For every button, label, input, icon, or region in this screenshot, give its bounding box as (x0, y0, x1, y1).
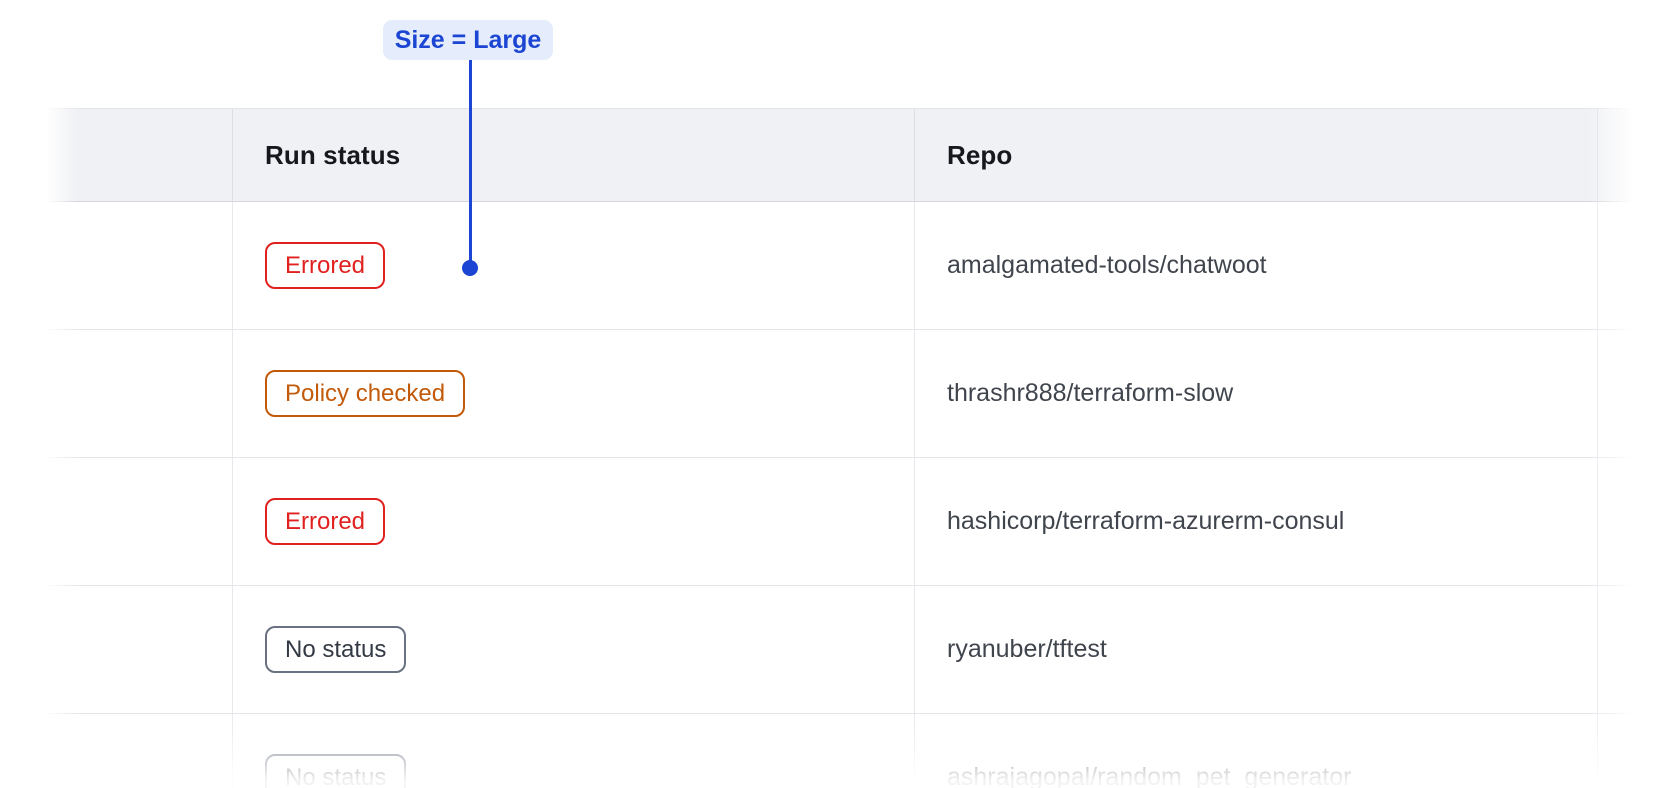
table-body: Errored amalgamated-tools/chatwoot Polic… (43, 202, 1635, 788)
row-cell-empty (43, 330, 232, 457)
row-cell-overflow (1597, 586, 1635, 713)
status-badge: Errored (265, 498, 386, 545)
row-cell-empty (43, 202, 232, 329)
table-row[interactable]: No status ashrajagopal/random_pet_genera… (43, 714, 1635, 788)
table-row[interactable]: Policy checked thrashr888/terraform-slow (43, 330, 1635, 458)
row-cell-overflow (1597, 458, 1635, 585)
row-cell-empty (43, 586, 232, 713)
row-cell-overflow (1597, 714, 1635, 788)
row-cell-run-status: No status (232, 714, 914, 788)
repo-cell-text: hashicorp/terraform-azurerm-consul (947, 507, 1345, 535)
row-cell-run-status: Errored (232, 458, 914, 585)
row-cell-overflow (1597, 330, 1635, 457)
row-cell-run-status: Policy checked (232, 330, 914, 457)
status-badge: Errored (265, 242, 386, 289)
header-cell-empty (43, 109, 232, 201)
status-badge: No status (265, 754, 407, 788)
repo-cell-text: amalgamated-tools/chatwoot (947, 251, 1267, 279)
row-cell-repo: thrashr888/terraform-slow (914, 330, 1597, 457)
row-cell-empty (43, 714, 232, 788)
annotation-dot (462, 260, 478, 276)
table-row[interactable]: Errored amalgamated-tools/chatwoot (43, 202, 1635, 330)
table-row[interactable]: Errored hashicorp/terraform-azurerm-cons… (43, 458, 1635, 586)
table-header-row: Run status Repo (43, 108, 1635, 202)
size-annotation-label: Size = Large (383, 20, 553, 60)
repo-cell-text: thrashr888/terraform-slow (947, 379, 1234, 407)
row-cell-repo: ryanuber/tftest (914, 586, 1597, 713)
row-cell-run-status: No status (232, 586, 914, 713)
row-cell-repo: ashrajagopal/random_pet_generator (914, 714, 1597, 788)
workspace-table: Run status Repo Errored amalgamated-tool… (43, 108, 1635, 788)
header-cell-repo: Repo (914, 109, 1597, 201)
row-cell-repo: amalgamated-tools/chatwoot (914, 202, 1597, 329)
row-cell-empty (43, 458, 232, 585)
repo-cell-text: ryanuber/tftest (947, 635, 1107, 663)
table-row[interactable]: No status ryanuber/tftest (43, 586, 1635, 714)
repo-cell-text: ashrajagopal/random_pet_generator (947, 763, 1352, 788)
row-cell-run-status: Errored (232, 202, 914, 329)
row-cell-repo: hashicorp/terraform-azurerm-consul (914, 458, 1597, 585)
annotation-connector-line (469, 60, 472, 262)
header-cell-run-status: Run status (232, 109, 914, 201)
header-cell-overflow (1597, 109, 1635, 201)
row-cell-overflow (1597, 202, 1635, 329)
status-badge: No status (265, 626, 407, 673)
status-badge: Policy checked (265, 370, 466, 417)
